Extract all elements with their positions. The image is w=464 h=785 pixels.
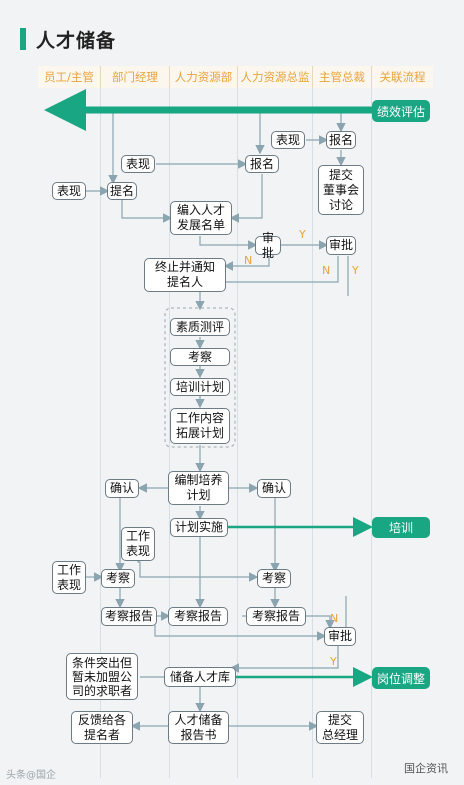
flag-no-3: N [330,612,339,625]
flag-yes-3: Y [330,655,337,668]
node-outstanding-candidates: 条件突出但 暂未加盟公 司的求职者 [66,653,138,700]
flag-no-1: N [244,254,253,267]
flag-no-2: N [322,264,331,277]
related-performance-eval[interactable]: 绩效评估 [372,100,430,122]
node-quality-assessment: 素质测评 [170,318,230,336]
node-development-plan: 编制培养 计划 [168,471,229,505]
node-plan-implementation: 计划实施 [170,518,228,537]
node-inspect-hr: 考察 [170,348,230,366]
node-confirm-hrzj: 确认 [257,479,291,498]
node-training-plan: 培训计划 [170,378,230,396]
node-approve-hrzj: 审批 [255,231,281,260]
lane-president [313,88,372,778]
flag-yes-2: Y [352,264,359,277]
lane-header-related: 关联流程 [372,66,433,88]
flag-yes-1: Y [299,228,306,241]
node-inspect-hrzj: 考察 [257,569,291,588]
node-performance-employee: 表现 [52,182,86,200]
node-approve-president: 审批 [326,236,356,255]
node-confirm-dept: 确认 [105,479,139,498]
lane-header-hr-director: 人力资源总监 [238,66,313,88]
node-performance-hrzj: 表现 [271,131,305,149]
lane-hr-dept [170,88,238,778]
title-accent-bar [20,28,26,50]
lane-header-president: 主管总裁 [313,66,372,88]
node-talent-pool: 储备人才库 [164,667,236,687]
node-inspect-dept: 考察 [101,569,135,588]
lane-header-dept-manager: 部门经理 [101,66,170,88]
node-work-performance-employee: 工作 表现 [52,561,86,594]
node-report-hrzj: 考察报告 [246,607,306,626]
lane-header-hr-dept: 人力资源部 [170,66,238,88]
lane-hr-director [238,88,313,778]
node-talent-list: 编入人才 发展名单 [170,201,232,235]
node-work-performance-dept: 工作 表现 [121,527,155,561]
node-report-dept: 考察报告 [101,607,157,626]
node-terminate-notify: 终止并通知 提名人 [144,258,226,292]
node-performance-dept: 表现 [121,155,155,173]
node-report-hr: 考察报告 [168,607,228,626]
node-reserve-report: 人才储备 报告书 [168,711,229,744]
swimlane-header: 员工/主管 部门经理 人力资源部 人力资源总监 主管总裁 关联流程 [38,66,433,88]
lane-employee [38,88,101,778]
related-training[interactable]: 培训 [372,517,430,538]
node-signup-president: 报名 [326,131,356,149]
node-signup-hr: 报名 [245,155,279,173]
node-approve-president-2: 审批 [324,627,356,646]
watermark-left: 头条@国企 [6,770,56,781]
node-nominate-dept: 提名 [107,182,137,200]
node-submit-board: 提交 董事会 讨论 [318,165,364,215]
page-title: 人才储备 [36,30,117,52]
related-position-adjust[interactable]: 岗位调整 [372,667,430,689]
node-feedback-nominators: 反馈给各 提名者 [71,711,133,744]
node-submit-gm: 提交 总经理 [316,711,364,744]
lane-header-employee: 员工/主管 [38,66,101,88]
node-job-expansion-plan: 工作内容 拓展计划 [170,408,230,444]
lane-dept-manager [101,88,170,778]
watermark-right: 国企资讯 [404,762,448,775]
